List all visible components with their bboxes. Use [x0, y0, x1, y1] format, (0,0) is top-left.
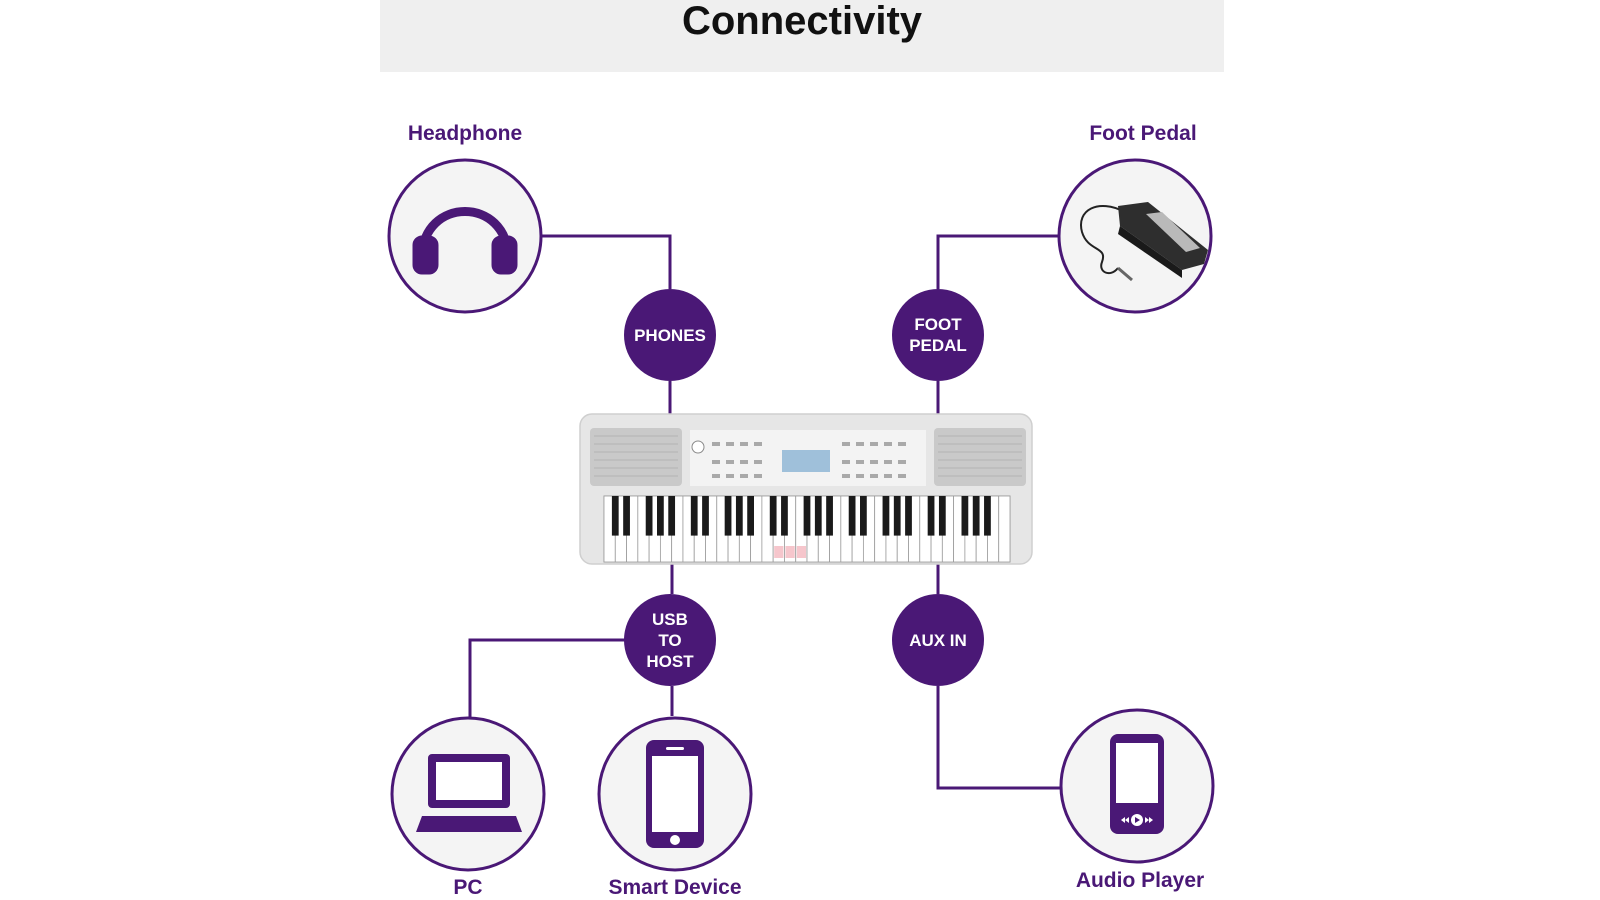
black-keys [611, 496, 991, 558]
foot-pedal-port-label: FOOT PEDAL [909, 315, 967, 355]
black-key [905, 496, 912, 536]
black-key [961, 496, 969, 536]
sustain-pedal-image [1080, 202, 1208, 282]
page-title: Connectivity [681, 0, 923, 43]
black-key [893, 496, 901, 536]
lit-key-glow [774, 546, 784, 558]
black-key [735, 496, 743, 536]
black-key [702, 496, 709, 536]
title-banner: Connectivity [380, 0, 1224, 72]
aux-in-port-circle [892, 594, 984, 686]
black-key [690, 496, 698, 536]
black-key [938, 496, 946, 536]
foot-pedal-label: Foot Pedal [1089, 122, 1197, 145]
smart-device-label: Smart Device [608, 876, 742, 899]
usb-to-host-port-label: USB TO HOST [646, 609, 694, 671]
black-key [814, 496, 822, 536]
black-key [657, 496, 664, 536]
black-key [668, 496, 676, 536]
black-key [623, 496, 630, 536]
pc-label: PC [453, 876, 483, 899]
laptop-icon [416, 754, 522, 832]
lit-key-glow [796, 546, 806, 558]
black-key [927, 496, 935, 536]
headphones-icon [412, 207, 518, 275]
lit-key-glow [785, 546, 795, 558]
black-key [803, 496, 811, 536]
smartphone-icon [646, 740, 704, 848]
black-key [769, 496, 777, 536]
black-key [781, 496, 788, 536]
usb-to-host-port-circle [624, 594, 716, 686]
headphone-circle [387, 158, 543, 314]
black-key [747, 496, 754, 536]
black-key [848, 496, 856, 536]
black-key [645, 496, 653, 536]
black-key [882, 496, 890, 536]
black-key [984, 496, 991, 536]
black-key [611, 496, 619, 536]
keyboard-control-buttons [712, 442, 906, 478]
black-key [972, 496, 980, 536]
connector-lines [468, 234, 1060, 790]
black-key [724, 496, 732, 536]
audio-player-label: Audio Player [1075, 869, 1205, 892]
phones-port-circle [624, 289, 716, 381]
black-key [826, 496, 833, 536]
headphone-label: Headphone [407, 122, 523, 145]
headphone-connector [540, 234, 672, 289]
white-key [998, 495, 1011, 563]
aux-in-port-label: AUX IN [909, 630, 967, 650]
foot-pedal-connector [936, 234, 1060, 289]
pc-connector [468, 638, 626, 718]
keyboard-image [579, 413, 1033, 565]
audio-player-connector [936, 686, 1060, 790]
black-key [860, 496, 867, 536]
media-player-icon [1110, 734, 1164, 834]
keyboard-speaker-grille [594, 435, 1022, 477]
foot-pedal-port-circle [892, 289, 984, 381]
phones-port-label: PHONES [634, 325, 706, 345]
